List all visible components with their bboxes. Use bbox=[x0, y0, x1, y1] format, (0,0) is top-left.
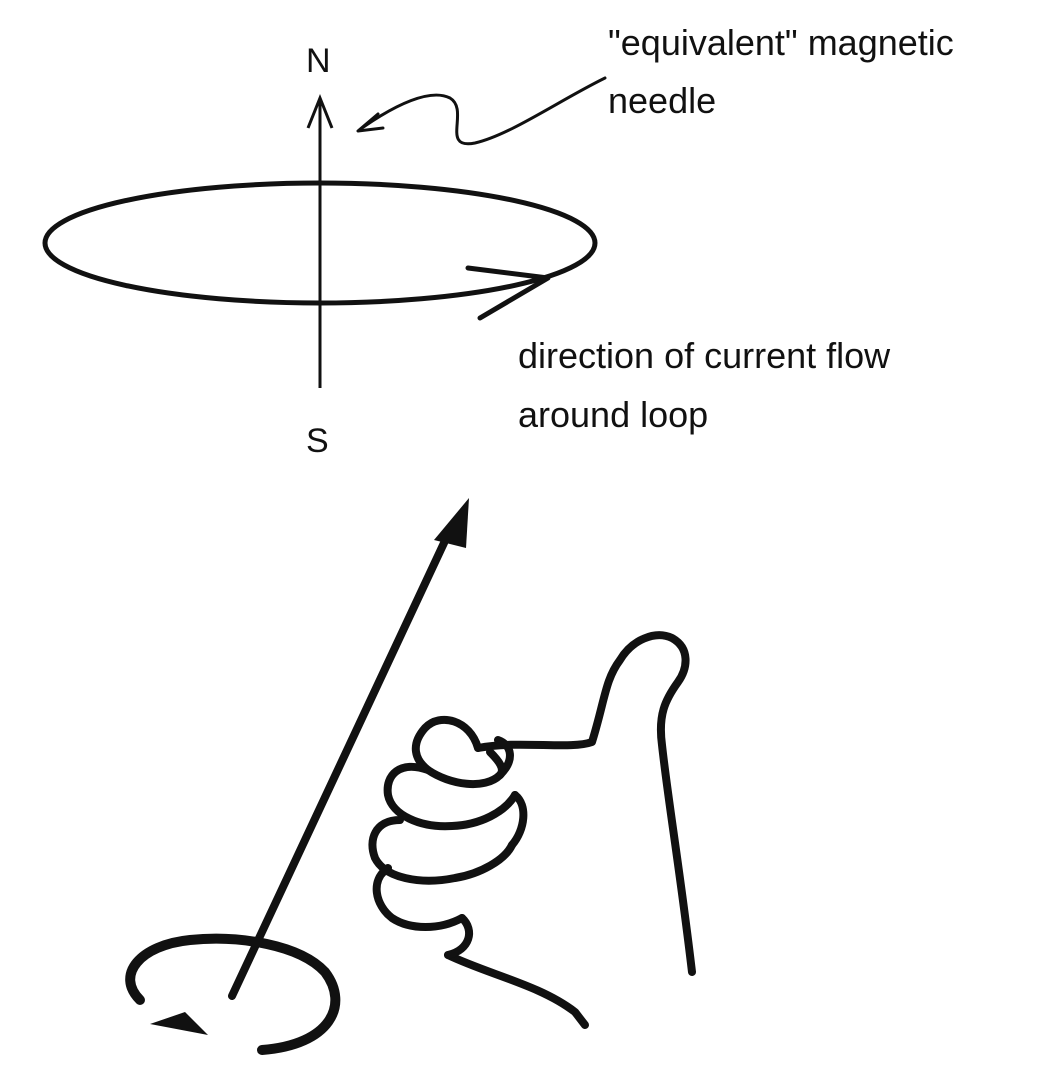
needle-label-line2: needle bbox=[608, 80, 717, 121]
rotation-curl-arrowhead bbox=[150, 1012, 208, 1035]
south-pole-label: S bbox=[306, 422, 329, 460]
thumb-direction-arrowhead bbox=[434, 498, 469, 548]
needle-label-pointer-arrowhead bbox=[356, 112, 385, 133]
right-hand-icon bbox=[368, 631, 696, 1029]
needle-label-pointer bbox=[360, 76, 607, 146]
north-pole-label: N bbox=[306, 42, 331, 80]
current-label-line1: direction of current flow bbox=[518, 335, 891, 376]
rotation-curl-arrow bbox=[125, 933, 341, 1055]
loop-current-arrowhead bbox=[465, 265, 551, 321]
needle-label-line1: "equivalent" magnetic bbox=[608, 22, 954, 63]
magnetic-needle-arrowhead bbox=[306, 93, 334, 129]
current-label-line2: around loop bbox=[518, 394, 709, 435]
thumb-direction-arrow bbox=[228, 524, 455, 1000]
